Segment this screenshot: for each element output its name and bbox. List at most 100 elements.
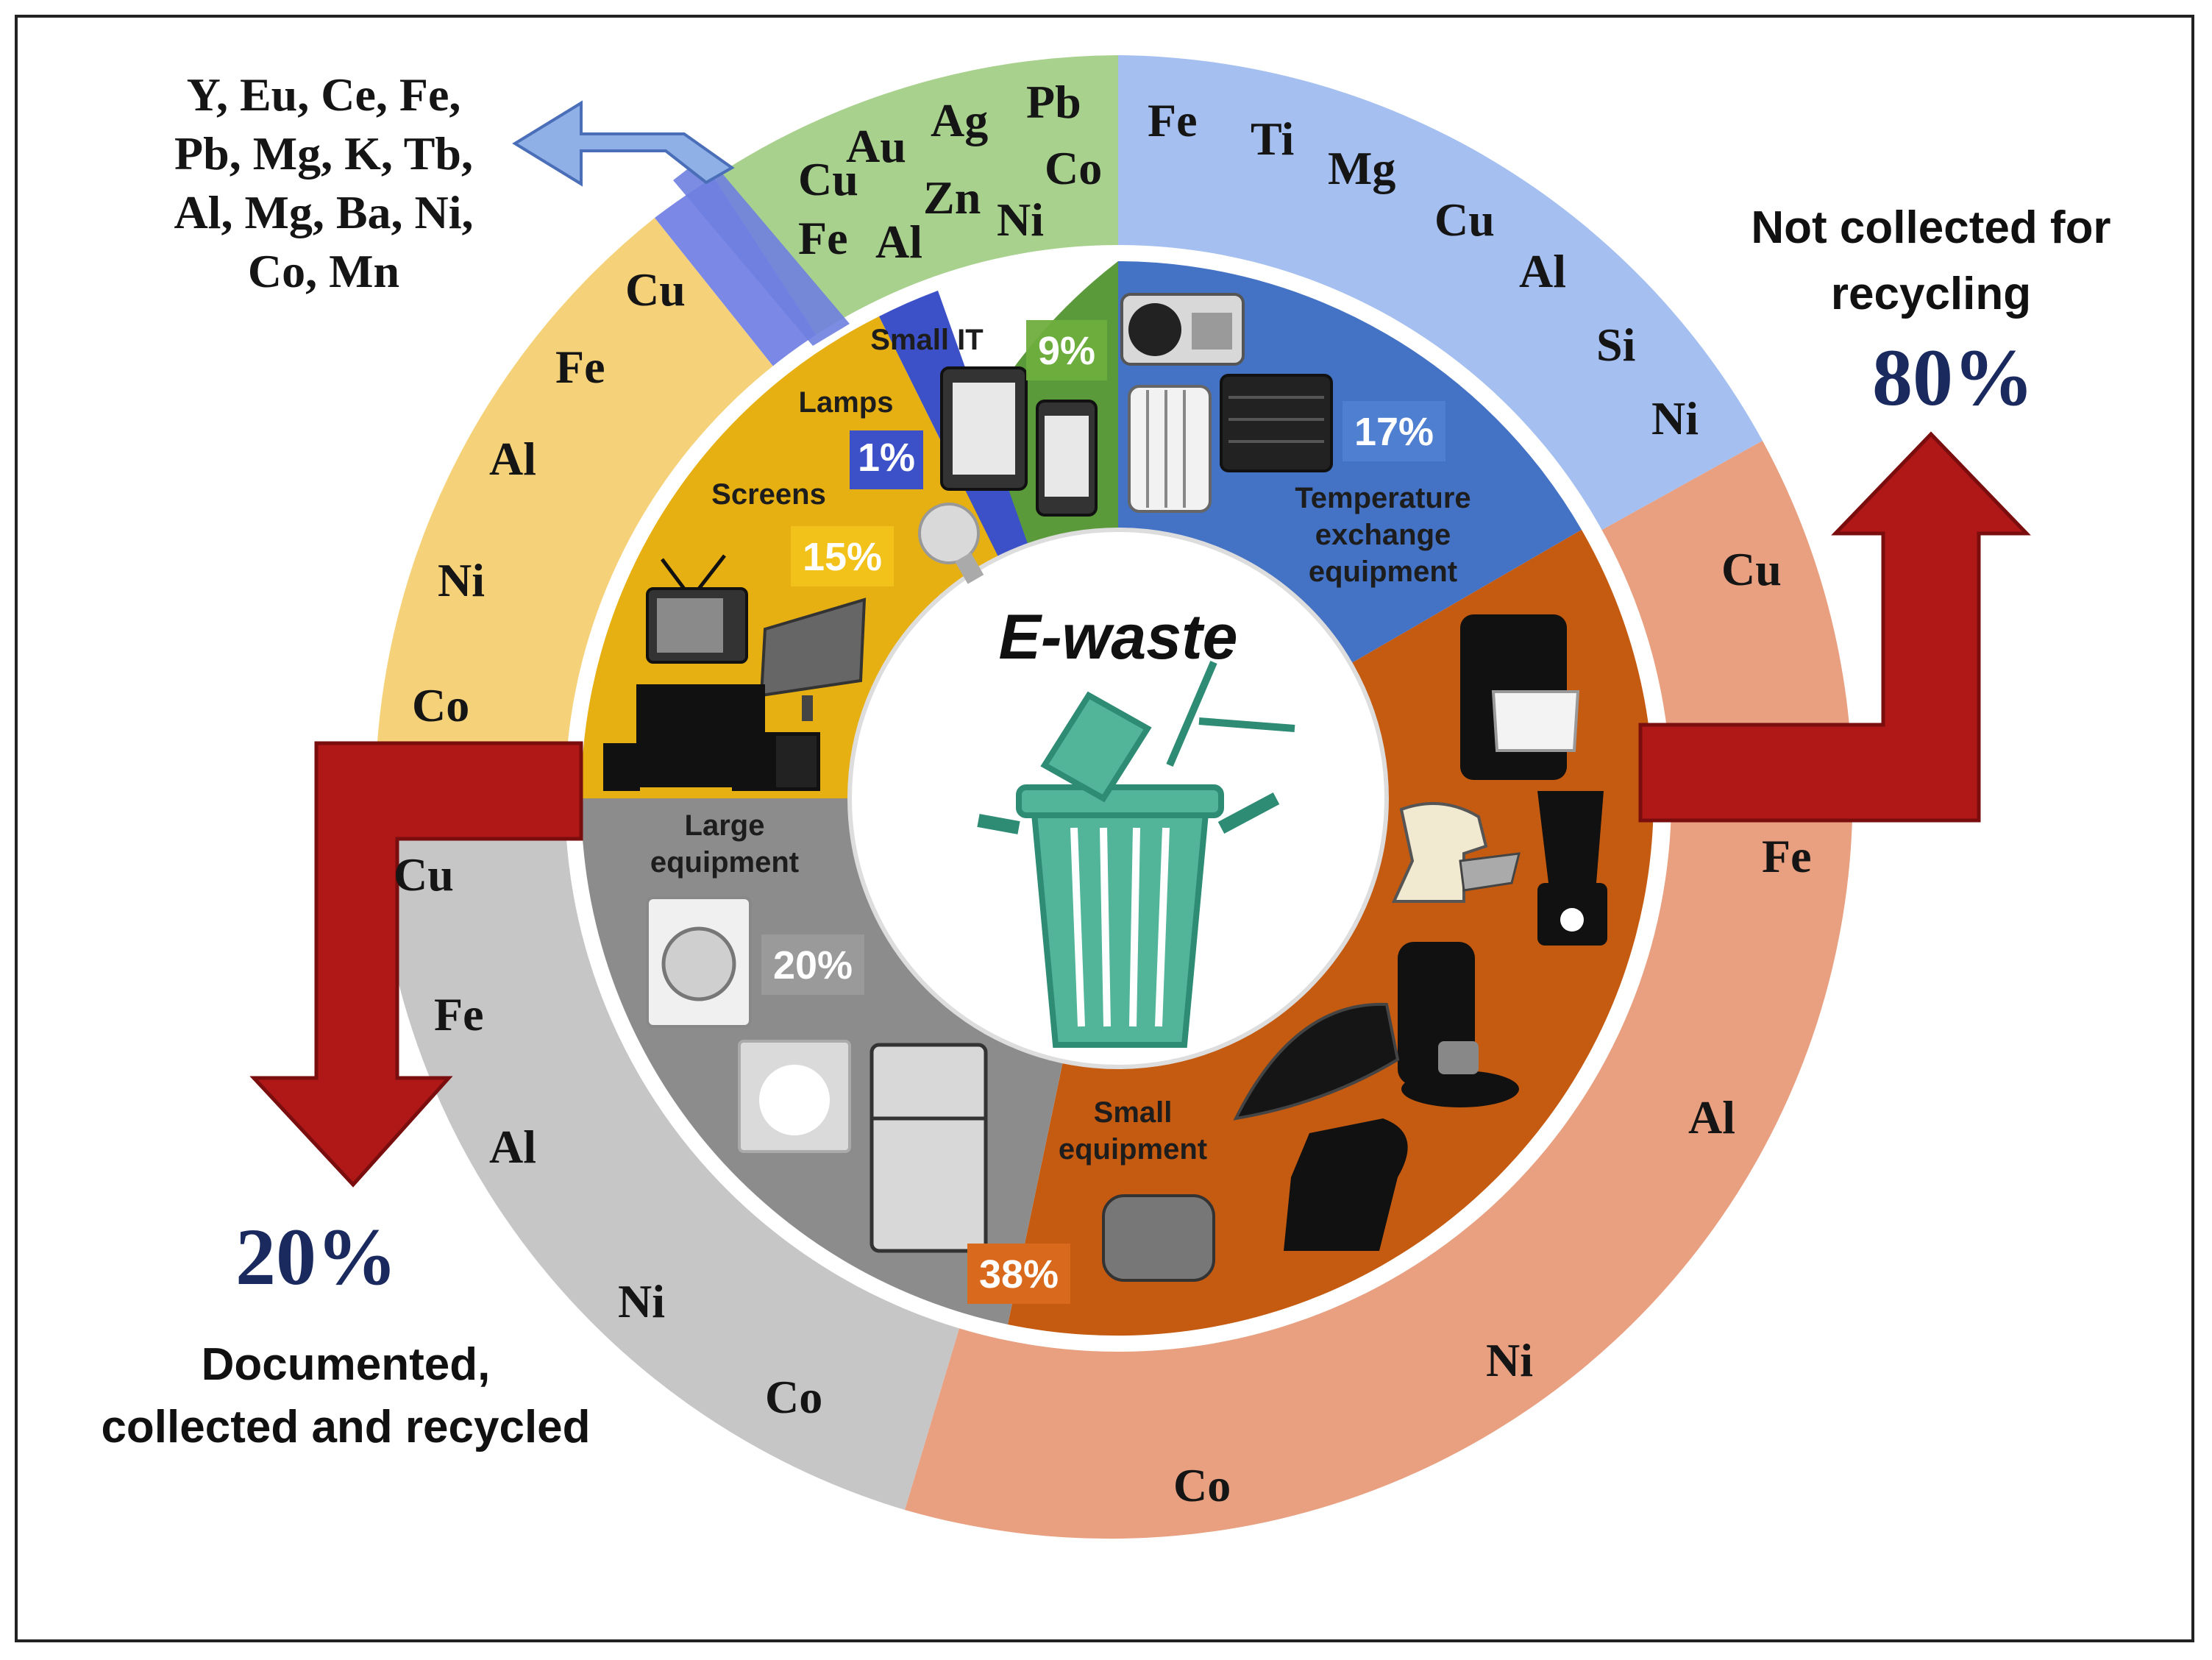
metal-pb: Pb: [1026, 76, 1081, 128]
metal-co: Co: [412, 679, 469, 731]
metal-ni: Ni: [1486, 1334, 1533, 1386]
metals-small-equipment: Cu Fe Al Ni Co: [1173, 543, 1812, 1511]
air-conditioner-icon: [1120, 293, 1245, 366]
metal-zn: Zn: [923, 171, 981, 224]
metal-fe: Fe: [555, 341, 605, 393]
toaster-icon: [1102, 1194, 1215, 1282]
value-lamps: 1%: [858, 436, 915, 480]
metal-fe: Fe: [434, 988, 484, 1040]
metal-cu: Cu: [625, 263, 686, 316]
badge-screens: [791, 526, 894, 586]
metal-ni: Ni: [1651, 392, 1699, 444]
value-badges: [761, 320, 1445, 1304]
home-theater-icon: [603, 684, 820, 791]
light-bulb-icon: [918, 503, 984, 584]
value-small-eq: 38%: [979, 1252, 1059, 1297]
espresso-icon: [1398, 942, 1519, 1107]
value-temperature: 17%: [1354, 410, 1434, 454]
label-small-eq-1: Small: [1094, 1096, 1173, 1129]
tablet-icon: [940, 366, 1028, 491]
blender-icon: [1537, 791, 1607, 946]
badge-temperature: [1343, 401, 1445, 461]
label-temperature-1: Temperature: [1295, 482, 1470, 514]
lamps-arrow-icon: [512, 100, 735, 187]
metal-fe: Fe: [1762, 830, 1812, 882]
metal-cu: Cu: [394, 848, 454, 901]
kettle-icon: [1284, 1118, 1408, 1251]
not-collected-value: 80%: [1872, 333, 2034, 422]
metal-cu: Cu: [1434, 194, 1495, 246]
metal-ti: Ti: [1251, 113, 1294, 165]
collected-value: 20%: [235, 1212, 397, 1302]
metal-co: Co: [765, 1371, 822, 1423]
label-large-2: equipment: [650, 846, 799, 879]
metal-co: Co: [1173, 1459, 1231, 1511]
metal-al: Al: [1688, 1091, 1735, 1143]
metal-fe: Fe: [1148, 94, 1198, 146]
not-collected-text-1: Not collected for: [1751, 202, 2110, 253]
metal-al: Al: [489, 433, 536, 485]
lamps-metals-line-1: Y, Eu, Ce, Fe,: [187, 68, 461, 121]
metal-au: Au: [846, 120, 906, 172]
radiator-icon: [1128, 385, 1212, 513]
collected-block: 20% Documented, collected and recycled: [101, 1212, 590, 1452]
not-collected-block: Not collected for recycling 80%: [1751, 202, 2110, 422]
badge-large: [761, 934, 864, 995]
label-lamps: Lamps: [799, 386, 894, 419]
metal-ni: Ni: [438, 554, 485, 606]
metal-al: Al: [489, 1121, 536, 1173]
metal-mg: Mg: [1328, 142, 1395, 194]
metal-al: Al: [1519, 245, 1566, 297]
lamps-metals-line-3: Al, Mg, Ba, Ni,: [174, 186, 473, 238]
figure-frame: [15, 15, 2194, 1642]
label-large-1: Large: [685, 809, 765, 842]
inner-labels: Small IT 9% Temperature exchange equipme…: [650, 324, 1471, 1297]
dryer-icon: [738, 1040, 851, 1153]
collected-text-1: Documented,: [202, 1339, 491, 1390]
label-screens: Screens: [711, 478, 826, 511]
metals-lamps: Y, Eu, Ce, Fe, Pb, Mg, K, Tb, Al, Mg, Ba…: [174, 68, 473, 297]
value-screens: 15%: [803, 535, 882, 579]
metals-temperature: Fe Ti Mg Cu Al Si Ni: [1148, 94, 1699, 444]
badge-lamps: [850, 430, 923, 489]
metal-co: Co: [1045, 142, 1102, 194]
iron-icon: [1233, 1002, 1400, 1121]
phone-icon: [1036, 400, 1098, 517]
server-heater-icon: [1220, 374, 1333, 472]
value-large: 20%: [773, 943, 853, 987]
metal-al: Al: [875, 216, 922, 268]
metal-cu: Cu: [1721, 543, 1782, 595]
metal-si: Si: [1596, 319, 1635, 371]
metal-fe: Fe: [798, 212, 848, 264]
fridge-icon: [869, 1043, 988, 1253]
washing-machine-icon: [646, 896, 752, 1028]
label-small-it: Small IT: [870, 324, 983, 356]
metal-ag: Ag: [931, 94, 988, 146]
not-collected-arrow-icon: [1638, 431, 2031, 823]
tv-icon: [646, 554, 748, 664]
value-small-it: 9%: [1038, 329, 1095, 373]
lamps-metals-line-2: Pb, Mg, K, Tb,: [174, 127, 473, 180]
label-small-eq-2: equipment: [1059, 1133, 1207, 1166]
badge-small-eq: [967, 1244, 1070, 1304]
trash-bin-stripes: [1070, 827, 1170, 1027]
coffee-maker-icon: [1460, 614, 1580, 780]
metal-ni: Ni: [618, 1275, 665, 1327]
lamps-metals-line-4: Co, Mn: [248, 245, 399, 297]
label-temperature-3: equipment: [1309, 556, 1457, 588]
metals-large-equipment: Cu Fe Al Ni Co: [394, 848, 822, 1423]
mixer-icon: [1391, 802, 1521, 903]
collected-arrow-icon: [249, 741, 583, 1188]
collected-text-2: collected and recycled: [101, 1402, 590, 1452]
center-title: E-waste: [998, 602, 1237, 673]
metal-ni: Ni: [997, 194, 1044, 246]
metals-screens: Cu Fe Al Ni Co: [412, 263, 686, 731]
badge-small-it: [1026, 320, 1107, 380]
metals-small-it: Cu Au Ag Pb Co Fe Al Zn Ni: [798, 76, 1102, 268]
not-collected-text-2: recycling: [1831, 269, 2031, 319]
metal-cu: Cu: [798, 153, 858, 205]
label-temperature-2: exchange: [1315, 519, 1451, 551]
monitor-icon: [759, 597, 867, 721]
lamps-connector: [673, 155, 850, 346]
